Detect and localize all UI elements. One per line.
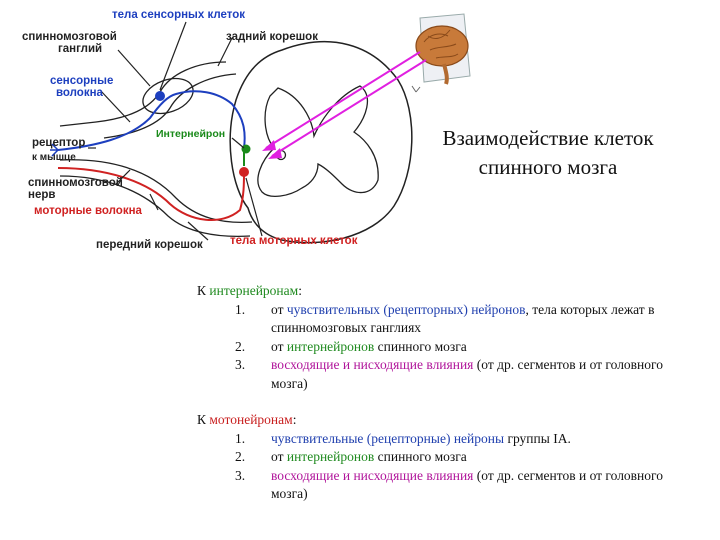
- label-receptor-1: рецептор: [32, 137, 85, 149]
- item-text-part: чувствительные (рецепторные) нейроны: [271, 430, 505, 446]
- list-item: 3. восходящие и нисходящие влияния (от др…: [197, 467, 697, 504]
- label-sensory-fibers-2: волокна: [56, 87, 104, 99]
- brain-illustration: [411, 13, 471, 93]
- list-item: 1. чувствительные (рецепторные) нейроны г…: [197, 430, 697, 449]
- label-dorsal-root: задний корешок: [226, 31, 318, 43]
- motor-cell-body: [239, 167, 249, 177]
- item-text: от интернейронов спинного мозга: [271, 448, 697, 467]
- pointer-motor-bodies: [245, 177, 263, 237]
- spinal-nerve-outline: [59, 159, 253, 224]
- arrowhead-1: [262, 140, 276, 151]
- item-text-part: от: [271, 449, 287, 464]
- item-number: 2.: [235, 338, 246, 354]
- pointer-ventral-root: [187, 221, 209, 241]
- pointer-spinal-nerve: [115, 169, 131, 185]
- item-text-part: чувствительных (рецепторных) нейронов: [286, 301, 526, 317]
- interneurons-list: 1. от чувствительных (рецепторных) нейрон…: [197, 301, 697, 394]
- motoneurons-term: мотонейронам: [209, 412, 293, 427]
- heading-suffix: :: [292, 412, 297, 427]
- item-text-part: от: [271, 301, 287, 317]
- interneurons-term: интернейронам: [209, 283, 299, 298]
- item-text-part: от: [271, 338, 287, 354]
- label-sensory-bodies: тела сенсорных клеток: [112, 9, 245, 21]
- label-spinal-ganglion-2: ганглий: [58, 43, 102, 55]
- descending-arrow-2: [271, 59, 427, 157]
- list-item: 1. от чувствительных (рецепторных) нейрон…: [197, 301, 697, 338]
- heading-suffix: :: [298, 283, 302, 298]
- item-text-part: группы IA.: [504, 430, 571, 446]
- label-motor-fibers: моторные волокна: [34, 205, 143, 217]
- item-number: 2.: [235, 449, 246, 464]
- motor-fiber: [57, 167, 245, 221]
- pointer-dorsal-root: [217, 37, 233, 67]
- label-motor-bodies: тела моторных клеток: [230, 235, 358, 247]
- interneuron-body: [241, 144, 251, 154]
- pointer-interneuron: [231, 137, 245, 149]
- item-text-part: (от др. сегментов и от головного мозга): [271, 467, 663, 502]
- item-text: восходящие и нисходящие влияния (от др. …: [271, 467, 697, 504]
- pointer-ganglion: [117, 49, 151, 87]
- pointer-sensory-fibers: [99, 89, 131, 123]
- item-text-part: (от др. сегментов и от головного мозга): [271, 357, 663, 391]
- heading-prefix: К: [197, 412, 210, 427]
- label-interneuron: Интернейрон: [156, 128, 225, 140]
- spinal-cord-outline: [229, 41, 413, 244]
- receptor-symbol: [50, 143, 60, 157]
- spinal-ganglion: [142, 77, 194, 115]
- label-receptor-2: к мышце: [32, 152, 76, 163]
- interneurons-heading: К интернейронам:: [197, 282, 697, 301]
- arrowhead-2: [268, 148, 282, 159]
- descending-arrow-1: [265, 51, 421, 149]
- label-spinal-nerve-2: нерв: [28, 189, 55, 201]
- label-sensory-fibers-1: сенсорные: [50, 75, 113, 87]
- motoneurons-list: 1. чувствительные (рецепторные) нейроны г…: [197, 430, 697, 504]
- item-text-part: интернейронов: [286, 338, 375, 354]
- item-text-part: спинного мозга: [374, 449, 467, 464]
- item-text-part: интернейронов: [286, 449, 375, 464]
- label-spinal-nerve-1: спинномозговой: [28, 177, 123, 189]
- item-text: чувствительные (рецепторные) нейроны гру…: [271, 430, 697, 449]
- item-number: 3.: [235, 357, 246, 372]
- item-text-part: , тела которых лежат в спинномозговых га…: [271, 301, 655, 336]
- ventral-root-outline: [59, 175, 251, 238]
- item-text: от чувствительных (рецепторных) нейронов…: [271, 301, 697, 338]
- item-text-part: восходящие и нисходящие влияния: [271, 467, 474, 483]
- item-number: 1.: [235, 430, 246, 446]
- title-line-1: Взаимодействие клеток: [442, 126, 654, 150]
- item-number: 3.: [235, 467, 246, 483]
- item-text-part: восходящие и нисходящие влияния: [271, 357, 474, 372]
- slide-body: К интернейронам: 1. от чувствительных (ре…: [197, 282, 697, 504]
- list-item: 2. от интернейронов спинного мозга: [197, 448, 697, 467]
- list-item: 3. восходящие и нисходящие влияния (от др…: [197, 356, 697, 393]
- item-number: 1.: [235, 301, 246, 317]
- sensory-fiber: [57, 90, 246, 151]
- title-line-2: спинного мозга: [478, 155, 618, 179]
- item-text: от интернейронов спинного мозга: [271, 338, 697, 357]
- slide-title: Взаимодействие клеток спинного мозга: [408, 124, 688, 182]
- item-text-part: спинного мозга: [374, 338, 467, 354]
- item-text: восходящие и нисходящие влияния (от др. …: [271, 356, 697, 393]
- list-item: 2. от интернейронов спинного мозга: [197, 338, 697, 357]
- pointer-sensory-bodies: [159, 21, 187, 91]
- sensory-cell-body: [155, 91, 165, 101]
- label-spinal-ganglion-1: спинномозговой: [22, 31, 117, 43]
- heading-prefix: К: [197, 283, 210, 298]
- label-ventral-root: передний корешок: [96, 239, 203, 251]
- pointer-motor-fibers: [149, 193, 159, 211]
- motoneurons-heading: К мотонейронам:: [197, 411, 697, 430]
